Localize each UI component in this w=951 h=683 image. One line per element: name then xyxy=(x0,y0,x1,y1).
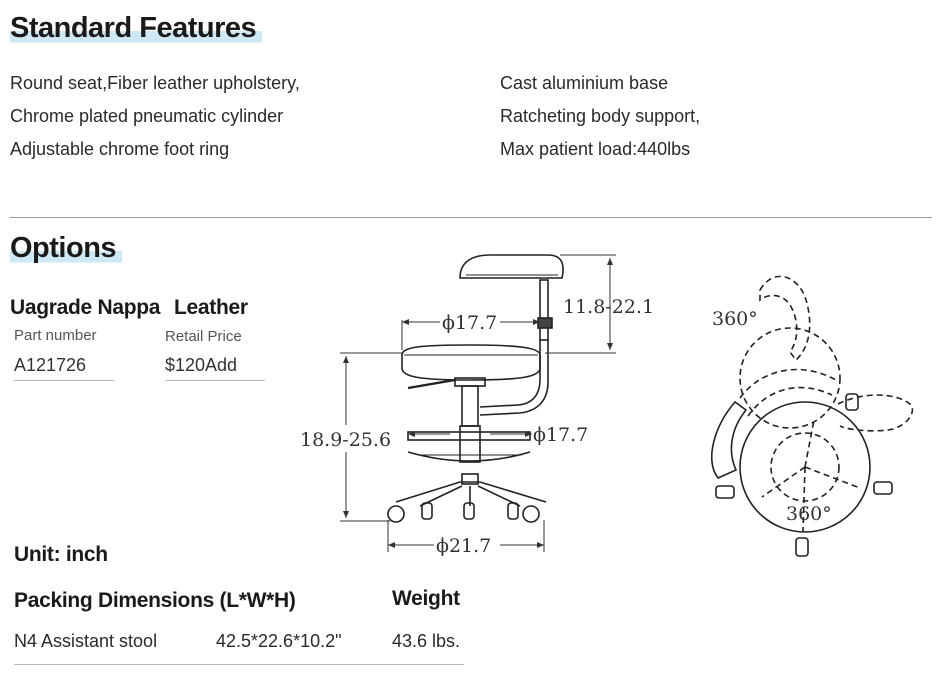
feature-right-3: Max patient load:440lbs xyxy=(500,139,691,159)
gas-cylinder xyxy=(461,385,479,427)
weight-title: Weight xyxy=(392,587,460,610)
dim-foot-ring: ϕ17.7 xyxy=(533,424,588,446)
foot-ring xyxy=(407,431,531,441)
seat-outline xyxy=(739,401,871,533)
section-divider xyxy=(10,217,932,218)
retail-price-value: $120Add xyxy=(165,355,265,381)
packing-weight: 43.6 lbs. xyxy=(392,631,461,651)
packing-underline xyxy=(14,664,464,665)
feature-right-1: Cast aluminium base xyxy=(500,73,669,93)
unit-label: Unit: inch xyxy=(14,543,108,566)
dim-seat-height: 18.9-25.6 xyxy=(300,429,391,451)
seat xyxy=(401,344,541,381)
dim-backrest-height: 11.8-22.1 xyxy=(563,296,654,318)
feature-left-2: Chrome plated pneumatic cylinder xyxy=(10,106,284,126)
rotation-label-bottom: 360° xyxy=(786,503,832,525)
dim-seat-width: ϕ17.7 xyxy=(442,312,497,334)
backrest-pad xyxy=(459,254,564,279)
packing-dimensions: 42.5*22.6*10.2" xyxy=(216,631,342,651)
upgrade-name-part1: Uagrade Nappa xyxy=(10,296,161,319)
feature-right-2: Ratcheting body support, xyxy=(500,106,701,126)
upgrade-name-part2: Leather xyxy=(174,296,248,319)
backrest-post xyxy=(539,279,549,341)
rotation-label-top: 360° xyxy=(712,308,758,330)
retail-price-label: Retail Price xyxy=(165,328,242,345)
options-title: Options xyxy=(10,232,123,265)
part-number-label: Part number xyxy=(14,327,97,344)
part-number-value: A121726 xyxy=(14,355,114,381)
top-view xyxy=(710,275,914,557)
feature-left-1: Round seat,Fiber leather upholstery, xyxy=(10,73,300,93)
backrest-top xyxy=(710,400,748,479)
base xyxy=(395,481,547,507)
standard-features-title: Standard Features xyxy=(10,12,263,45)
packing-item: N4 Assistant stool xyxy=(14,631,158,651)
backrest-arm xyxy=(479,340,549,416)
backrest-knob xyxy=(537,317,553,329)
side-view xyxy=(387,254,564,523)
feature-left-3: Adjustable chrome foot ring xyxy=(10,139,230,159)
seat-outline-rotated xyxy=(739,327,841,429)
seat-lever xyxy=(407,378,456,390)
dim-base-width: ϕ21.7 xyxy=(436,535,491,557)
packing-dimensions-title: Packing Dimensions (L*W*H) xyxy=(14,589,296,612)
backrest-rotation-outline xyxy=(759,275,811,362)
